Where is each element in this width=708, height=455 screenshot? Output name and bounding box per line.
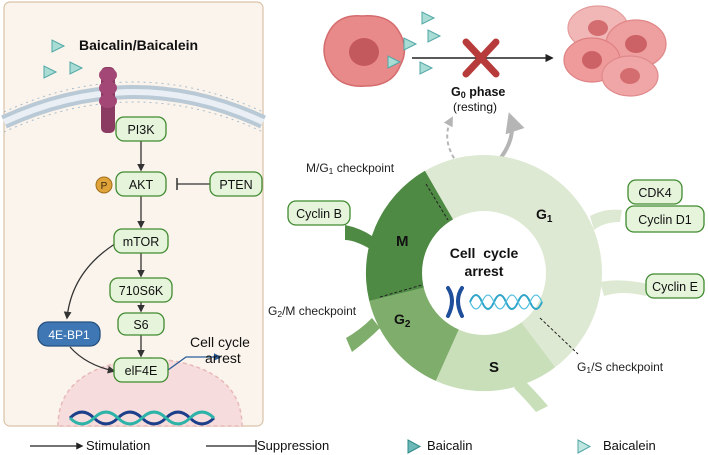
g1s-checkpoint-label: G1/S checkpoint bbox=[577, 360, 664, 375]
cyclin-e-box: Cyclin E bbox=[645, 273, 705, 299]
outcome-label-line1: Cell cycle bbox=[190, 334, 250, 350]
cyclin-d1-label: Cyclin D1 bbox=[638, 213, 692, 227]
center-label-line2: arrest bbox=[465, 263, 504, 279]
outcome-label-line2: arrest bbox=[205, 350, 241, 366]
baicalin-triangle-icon bbox=[69, 61, 84, 75]
baicalin-triangle-icon bbox=[387, 55, 402, 69]
g1s-checkpoint-marker bbox=[539, 317, 579, 355]
legend-baicalein-label: Baicalein bbox=[603, 438, 656, 453]
left-panel: Baicalin/Baicalein PI3K P AKT PTEN bbox=[1, 1, 266, 427]
cell-transition: G0 phase (resting) bbox=[323, 5, 667, 168]
baicalin-triangle-icon bbox=[43, 65, 58, 79]
cyclin-b-box: Cyclin B bbox=[287, 200, 351, 226]
inhibition-pten-akt bbox=[176, 178, 210, 190]
membrane-receptor bbox=[99, 67, 117, 133]
node-pten-label: PTEN bbox=[219, 178, 252, 192]
single-cell-nucleus bbox=[349, 38, 379, 66]
phase-label-s: S bbox=[489, 359, 499, 376]
cell-cycle-wheel: Cell cycle arrest G1 S G2 M M/G1 checkpo… bbox=[268, 155, 664, 412]
node-pi3k: PI3K bbox=[115, 116, 167, 142]
chromatin-coil-icon bbox=[469, 294, 543, 310]
mg1-checkpoint-marker bbox=[425, 183, 449, 221]
g2m-checkpoint-label: G2/M checkpoint bbox=[268, 304, 357, 319]
g0-phase-label: G0 phase bbox=[451, 85, 505, 100]
phospho-label: P bbox=[101, 181, 108, 192]
node-mtor: mTOR bbox=[113, 228, 169, 254]
phospho-badge bbox=[95, 176, 113, 194]
baicalin-triangle-icon bbox=[419, 61, 434, 75]
phase-label-g2: G2 bbox=[394, 311, 411, 330]
node-eif4e-label: elF4E bbox=[125, 364, 158, 378]
phase-label-g1: G1 bbox=[536, 206, 553, 225]
legend-stimulation-label: Stimulation bbox=[86, 438, 150, 453]
cdk4-box: CDK4 bbox=[627, 179, 683, 205]
cdk4-label: CDK4 bbox=[638, 186, 671, 200]
legend-suppression-label: Suppression bbox=[257, 438, 329, 453]
baicalein-triangle-icon bbox=[51, 39, 66, 53]
phase-tails bbox=[345, 209, 648, 412]
dna-helix bbox=[68, 410, 216, 426]
cyclin-b-label: Cyclin B bbox=[296, 207, 342, 221]
cyclin-e-label: Cyclin E bbox=[652, 280, 698, 294]
cell-membrane bbox=[1, 81, 266, 133]
node-4ebp1-label: 4E-BP1 bbox=[48, 328, 90, 342]
mg1-checkpoint-label: M/G1 checkpoint bbox=[306, 161, 395, 176]
phase-label-m: M bbox=[396, 233, 409, 250]
legend-suppression-symbol bbox=[206, 440, 257, 452]
chromosome-icon bbox=[446, 286, 464, 318]
baicalin-triangle-icon bbox=[427, 29, 442, 43]
arrow-mtor-4ebp1 bbox=[63, 241, 119, 320]
node-s6k: 710S6K bbox=[109, 277, 173, 303]
g2m-checkpoint-marker bbox=[379, 284, 423, 298]
drug-title: Baicalin/Baicalein bbox=[79, 37, 198, 53]
legend-baicalin-icon bbox=[407, 439, 422, 454]
node-s6k-label: 710S6K bbox=[119, 284, 164, 298]
cyclin-d1-box: Cyclin D1 bbox=[625, 205, 705, 233]
node-akt: P AKT bbox=[95, 171, 167, 197]
node-akt-label: AKT bbox=[129, 178, 154, 192]
baicalin-triangle-icon bbox=[421, 11, 436, 25]
legend-baicalein-icon bbox=[577, 439, 592, 454]
arrow-eif4e-arrest bbox=[167, 353, 222, 371]
node-pi3k-label: PI3K bbox=[127, 123, 155, 137]
center-label-line1: Cell cycle bbox=[450, 245, 519, 261]
node-4ebp1: 4E-BP1 bbox=[37, 321, 101, 347]
node-pten: PTEN bbox=[209, 171, 263, 197]
legend: Stimulation Suppression Baicalin Baicale… bbox=[30, 438, 656, 454]
node-eif4e: elF4E bbox=[113, 357, 169, 383]
g0-exit-arrow bbox=[443, 116, 459, 165]
blocked-cross-icon bbox=[462, 38, 500, 78]
node-s6: S6 bbox=[117, 312, 165, 336]
dividing-cells bbox=[563, 5, 667, 97]
node-s6-label: S6 bbox=[133, 318, 148, 332]
node-mtor-label: mTOR bbox=[123, 235, 160, 249]
g0-resting-label: (resting) bbox=[453, 100, 497, 114]
baicalin-triangle-icon bbox=[403, 37, 418, 51]
arrow-4ebp1-eif4e bbox=[69, 346, 116, 374]
legend-baicalin-label: Baicalin bbox=[427, 438, 473, 453]
